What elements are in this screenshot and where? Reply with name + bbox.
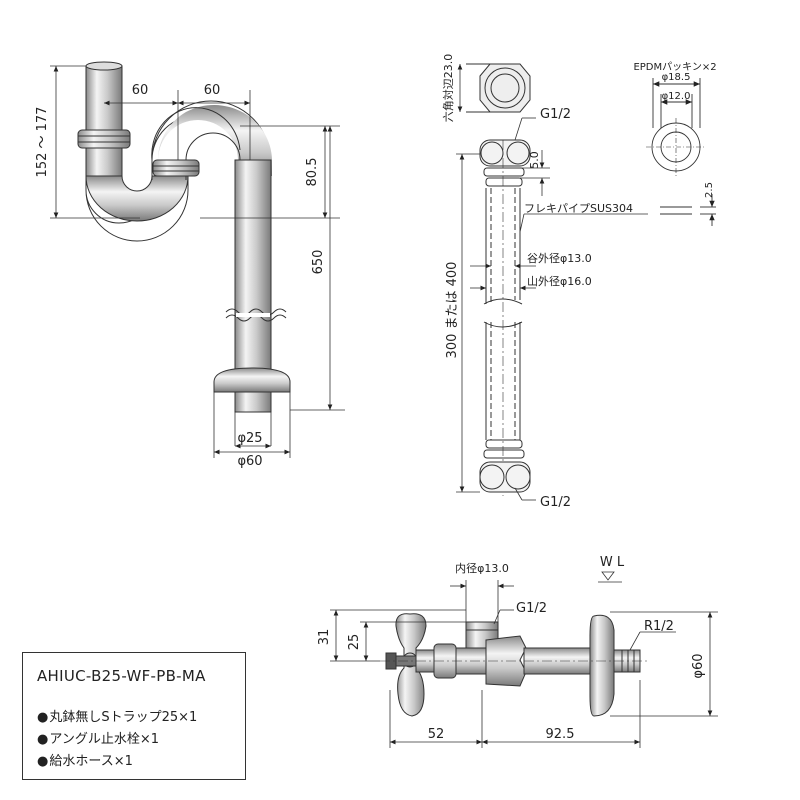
model-number: AHIUC-B25-WF-PB-MA <box>37 667 206 685</box>
hose-length: 300 または 400 <box>445 262 460 359</box>
hex-label: 六角対辺23.0 <box>441 54 455 123</box>
valve-thread-side: R1/2 <box>644 619 674 634</box>
list-item: 給水ホース×1 <box>37 751 197 773</box>
thread-top-label: G1/2 <box>540 107 571 122</box>
dim-upper-bend: 80.5 <box>305 158 320 187</box>
contents-list: 丸鉢無しSトラップ25×1 アングル止水栓×1 給水ホース×1 <box>37 707 197 773</box>
packing-thickness: 2.5 <box>704 182 715 198</box>
material-label: フレキパイプSUS304 <box>524 202 633 215</box>
valve-dimensions <box>330 571 718 748</box>
dim-31: 31 <box>317 629 332 646</box>
packing-outer: φ18.5 <box>662 72 691 83</box>
wl-label: W L <box>600 555 625 570</box>
valve-drawing <box>380 613 650 717</box>
valve-flange-dia: φ60 <box>691 653 706 678</box>
packing-title: EPDMパッキン×2 <box>633 61 716 73</box>
hose-dimensions <box>456 63 648 501</box>
s-trap-drawing <box>77 61 291 413</box>
valve-thread-top: G1/2 <box>516 601 547 616</box>
dim-total-length: 650 <box>311 250 326 275</box>
dim-92-5: 92.5 <box>546 727 575 742</box>
thread-bottom-label: G1/2 <box>540 495 571 510</box>
dim-flange-dia: φ60 <box>237 454 262 469</box>
dim-5: 5.0 <box>528 151 541 169</box>
s-trap-dimensions <box>50 65 345 458</box>
valve-inner-dia: 内径φ13.0 <box>455 561 509 575</box>
dim-left-offset: 60 <box>132 83 149 98</box>
dim-25: 25 <box>347 634 362 651</box>
dim-height-range: 152 ～ 177 <box>35 107 50 178</box>
dim-pipe-dia: φ25 <box>237 431 262 446</box>
dim-right-offset: 60 <box>204 83 221 98</box>
inner-od-label: 谷外径φ13.0 <box>527 252 592 265</box>
dim-52: 52 <box>428 727 445 742</box>
packing-inner: φ12.0 <box>662 91 691 102</box>
hose-drawing <box>466 63 531 496</box>
outer-od-label: 山外径φ16.0 <box>527 275 592 288</box>
packing-drawing <box>646 78 716 226</box>
product-info-box: AHIUC-B25-WF-PB-MA 丸鉢無しSトラップ25×1 アングル止水栓… <box>22 652 246 780</box>
list-item: アングル止水栓×1 <box>37 729 197 751</box>
list-item: 丸鉢無しSトラップ25×1 <box>37 707 197 729</box>
